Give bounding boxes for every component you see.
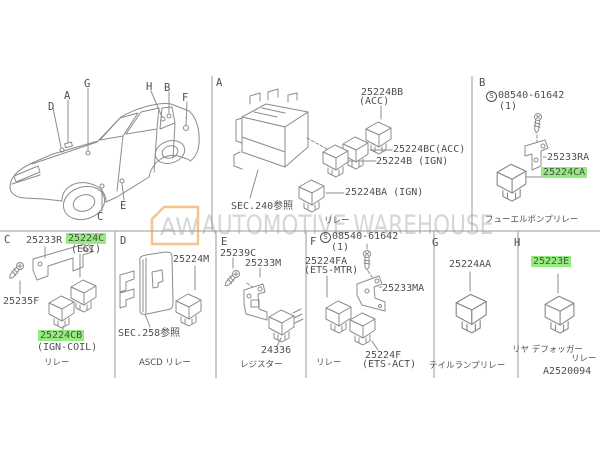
- section-g-label: G: [432, 237, 439, 249]
- section-a-label: A: [216, 77, 223, 89]
- part-25223e[interactable]: 25223E: [531, 256, 572, 267]
- highlighted-part[interactable]: 25224CB: [38, 330, 85, 341]
- part-25224cb[interactable]: 25224CB: [38, 330, 85, 341]
- relay-25224bb-icon: [365, 121, 392, 155]
- relay-25223e-icon: [544, 295, 575, 334]
- screw-part-number: 08540-61642: [332, 231, 399, 242]
- relay-25224b-icon: [322, 144, 349, 178]
- screw-part-number: 08540-61642: [498, 90, 565, 101]
- section-f-label: F: [310, 236, 317, 248]
- relay-25224bc-icon: [342, 136, 369, 170]
- section-c-art: [6, 242, 97, 332]
- section-g-caption: テイルランプリレー: [429, 361, 506, 371]
- relay-25224f-icon: [349, 312, 376, 346]
- section-h-caption-line2: リレー: [571, 354, 597, 364]
- part-25233m: 25233M: [245, 258, 282, 269]
- part-25224bb-sub: (ACC): [359, 96, 390, 107]
- car-callout-g: G: [84, 78, 91, 90]
- part-25224m: 25224M: [173, 254, 210, 265]
- part-25224fa-sub: (ETS-MTR): [304, 265, 359, 276]
- diagram-number: A2520094: [543, 366, 592, 377]
- relay-25224ba-icon: [298, 179, 325, 213]
- car-callout-c: C: [97, 211, 104, 223]
- section-e-label: E: [221, 236, 228, 248]
- part-25235f: 25235F: [3, 296, 40, 307]
- part-25224ca[interactable]: 25224CA: [541, 167, 588, 178]
- section-h-label: H: [514, 237, 521, 249]
- car-callout-d: D: [48, 101, 55, 113]
- screw-icon: [6, 260, 26, 282]
- section-a-caption: リレー: [324, 216, 350, 226]
- screw-qty: (1): [499, 101, 518, 112]
- part-25224f-sub: (ETS-ACT): [362, 359, 417, 370]
- part-25224ba: 25224BA (IGN): [345, 187, 424, 198]
- section-e-art: [222, 257, 304, 347]
- car-callout-f: F: [182, 92, 189, 104]
- relay-25224m-icon: [175, 293, 202, 327]
- section-d-caption: ASCD リレー: [139, 358, 191, 368]
- relay-25224aa-icon: [455, 293, 487, 334]
- screw-icon: [363, 250, 371, 271]
- section-c-label: C: [4, 234, 11, 246]
- relay-25224fa-icon: [325, 300, 352, 334]
- part-25224aa: 25224AA: [449, 259, 492, 270]
- part-25224cb-sub: (IGN-COIL): [37, 342, 98, 353]
- section-f-caption: リレー: [316, 358, 342, 368]
- relay-25224ca-icon: [496, 163, 527, 202]
- part-24336: 24336: [261, 345, 292, 356]
- relay-25224cb-icon: [48, 295, 75, 329]
- section-b-label: B: [479, 77, 486, 89]
- highlighted-part[interactable]: 25224C: [66, 233, 107, 244]
- screw-icon: [532, 112, 543, 134]
- section-e-caption: レジスター: [240, 360, 283, 370]
- section-b-art: [496, 112, 549, 202]
- screw-qty: (1): [331, 242, 350, 253]
- circled-s-icon: S: [486, 91, 497, 102]
- part-25233ma: 25233MA: [382, 283, 425, 294]
- section-c-caption: リレー: [44, 358, 70, 368]
- section-a-ref: SEC.240参照: [231, 201, 294, 212]
- circled-s-icon: S: [320, 232, 331, 243]
- part-25224c[interactable]: 25224C: [66, 233, 107, 244]
- part-25224c-sub: (EGI): [71, 244, 102, 255]
- part-25224b: 25224B (IGN): [376, 156, 449, 167]
- part-25233ra: 25233RA: [547, 152, 590, 163]
- car-callout-b: B: [164, 82, 171, 94]
- section-d-label: D: [120, 235, 127, 247]
- part-25224bc: 25224BC(ACC): [393, 144, 466, 155]
- part-25233r: 25233R: [26, 235, 63, 246]
- watermark-logo-text: AW: [160, 213, 199, 241]
- car-callout-e: E: [120, 200, 127, 212]
- screw-icon: [222, 268, 242, 289]
- car-callout-h: H: [146, 81, 153, 93]
- car-callout-a: A: [64, 90, 71, 102]
- highlighted-part[interactable]: 25223E: [531, 256, 572, 267]
- section-h-art: [544, 273, 575, 334]
- section-g-art: [455, 271, 487, 334]
- relay-25224c-icon: [70, 279, 97, 313]
- resistor-24336-icon: [268, 309, 295, 343]
- section-d-ref: SEC.258参照: [118, 328, 181, 339]
- section-b-caption: フューエルポンプリレー: [485, 215, 579, 225]
- highlighted-part[interactable]: 25224CA: [541, 167, 588, 178]
